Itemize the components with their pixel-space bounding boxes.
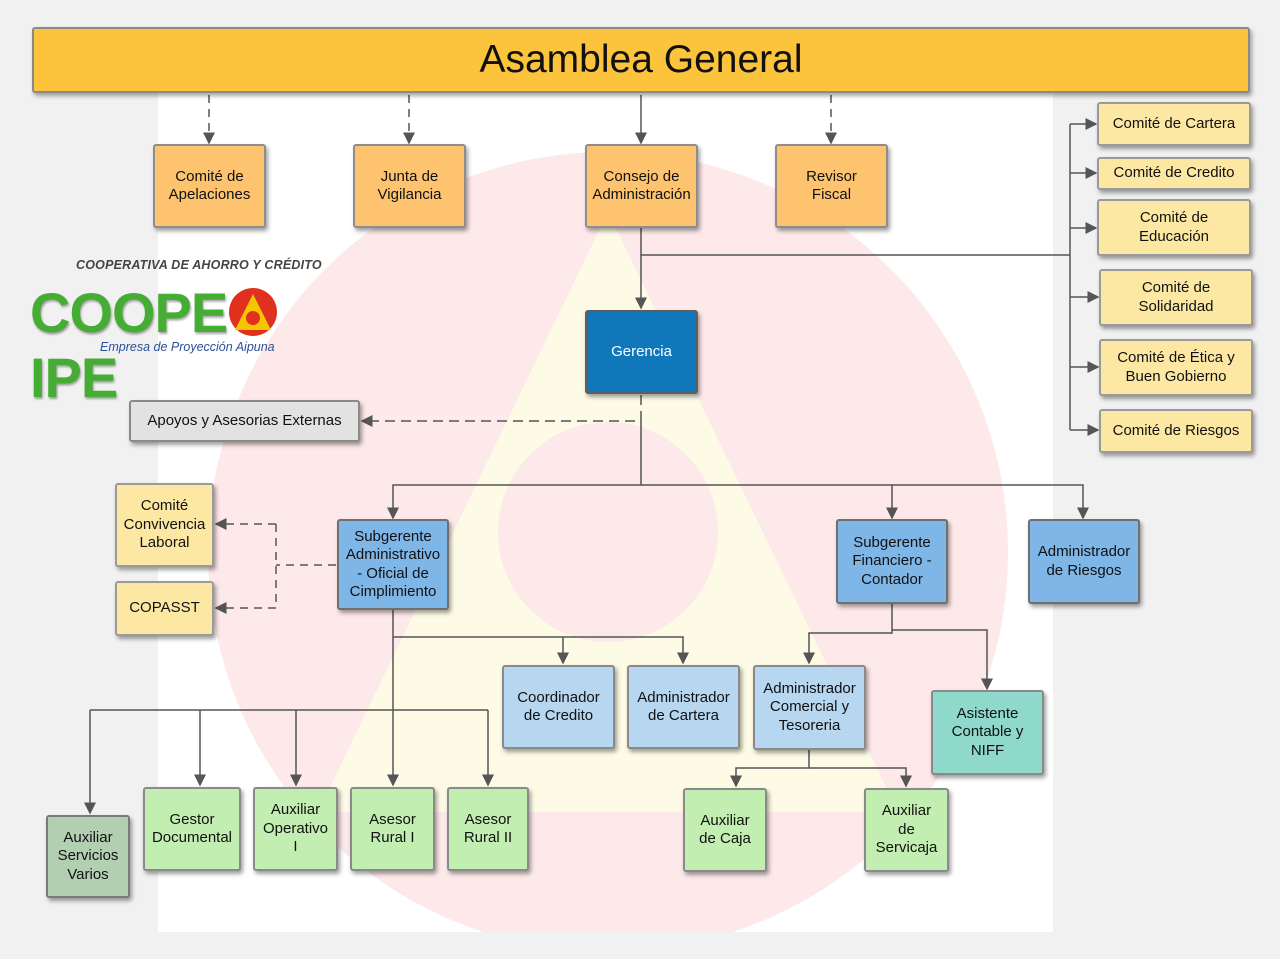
subgerente-administrativo-box: Subgerente Administrativo - Oficial de C… — [337, 519, 449, 610]
comite-credito-box: Comité de Credito — [1097, 157, 1251, 190]
asamblea-general-box: Asamblea General — [32, 27, 1250, 93]
background-panel — [158, 92, 1053, 952]
asesor-rural-2-box: Asesor Rural II — [447, 787, 529, 871]
logo-subtitle: Empresa de Proyección Aipuna — [100, 340, 275, 354]
auxiliar-servicios-box: Auxiliar Servicios Varios — [46, 815, 130, 898]
copasst-box: COPASST — [115, 581, 214, 636]
auxiliar-caja-box: Auxiliar de Caja — [683, 788, 767, 872]
logo-word-left: COOPE — [30, 281, 228, 344]
comite-riesgos-box: Comité de Riesgos — [1099, 409, 1253, 453]
comite-etica-box: Comité de Ética y Buen Gobierno — [1099, 339, 1253, 396]
comite-convivencia-box: Comité Convivencia Laboral — [115, 483, 214, 567]
gestor-documental-box: Gestor Documental — [143, 787, 241, 871]
administrador-cartera-box: Administrador de Cartera — [627, 665, 740, 749]
auxiliar-servicaja-box: Auxiliar de Servicaja — [864, 788, 949, 872]
comite-apelaciones-box: Comité de Apelaciones — [153, 144, 266, 228]
asesor-rural-1-box: Asesor Rural I — [350, 787, 435, 871]
subgerente-financiero-box: Subgerente Financiero - Contador — [836, 519, 948, 604]
gerencia-box: Gerencia — [585, 310, 698, 394]
junta-vigilancia-box: Junta de Vigilancia — [353, 144, 466, 228]
comite-solidaridad-box: Comité de Solidaridad — [1099, 269, 1253, 326]
watermark-logo-icon — [208, 152, 1008, 952]
administrador-comercial-box: Administrador Comercial y Tesoreria — [753, 665, 866, 750]
revisor-fiscal-box: Revisor Fiscal — [775, 144, 888, 228]
logo-word: COOPEIPE — [30, 280, 360, 410]
logo-word-right: IPE — [30, 346, 118, 409]
auxiliar-operativo-box: Auxiliar Operativo I — [253, 787, 338, 871]
logo-top-text: COOPERATIVA DE AHORRO Y CRÉDITO — [76, 258, 322, 272]
coopeaipe-logo: COOPERATIVA DE AHORRO Y CRÉDITO COOPEIPE… — [30, 258, 360, 409]
apoyos-asesorias-box: Apoyos y Asesorias Externas — [129, 400, 360, 442]
aipuna-emblem-icon — [229, 288, 278, 336]
comite-cartera-box: Comité de Cartera — [1097, 102, 1251, 146]
asistente-contable-box: Asistente Contable y NIFF — [931, 690, 1044, 775]
comite-educacion-box: Comité de Educación — [1097, 199, 1251, 256]
coordinador-credito-box: Coordinador de Credito — [502, 665, 615, 749]
consejo-administracion-box: Consejo de Administración — [585, 144, 698, 228]
administrador-riesgos-box: Administrador de Riesgos — [1028, 519, 1140, 604]
